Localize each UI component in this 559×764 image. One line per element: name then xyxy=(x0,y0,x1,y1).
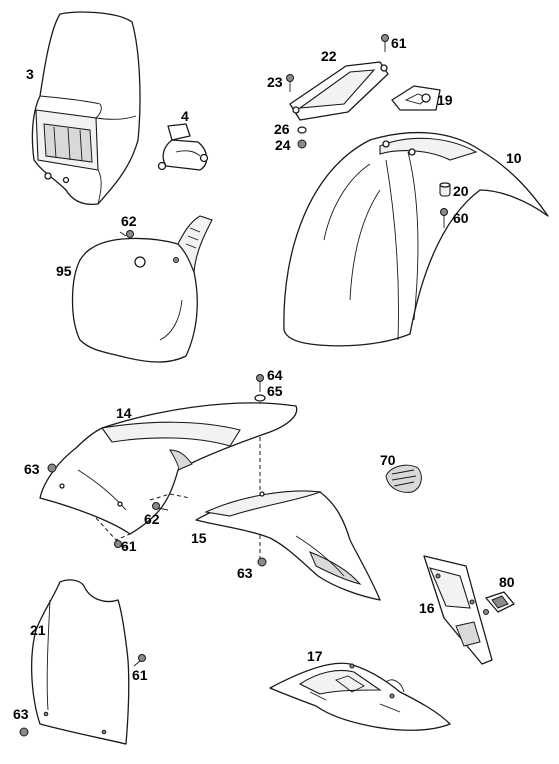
callout-16: 16 xyxy=(419,600,435,616)
callout-17: 17 xyxy=(307,648,323,664)
callout-63-bottom: 63 xyxy=(13,706,29,722)
part-60-screw xyxy=(440,208,448,228)
callout-63-left: 63 xyxy=(24,461,40,477)
part-62-screw-top xyxy=(119,230,134,238)
callout-3: 3 xyxy=(26,66,34,82)
part-17-inner-fender xyxy=(269,662,451,731)
part-62-screw-bottom xyxy=(149,493,191,511)
callout-15: 15 xyxy=(191,530,207,546)
part-19-plate xyxy=(391,85,441,111)
part-15-splash-guard xyxy=(195,490,381,601)
part-65-washer xyxy=(254,394,266,402)
part-24-nut xyxy=(297,139,307,149)
part-23-screw xyxy=(286,74,294,92)
part-22-bracket xyxy=(289,61,389,121)
part-61-screw-mid xyxy=(95,517,131,549)
part-26-washer xyxy=(297,126,307,134)
part-4-clamp xyxy=(157,123,209,171)
callout-23: 23 xyxy=(267,74,283,90)
callout-95: 95 xyxy=(56,263,72,279)
part-63-nut-mid xyxy=(257,557,267,567)
part-14-rear-fender xyxy=(39,402,298,535)
callout-62-bottom: 62 xyxy=(144,511,160,527)
part-64-screw xyxy=(256,374,264,392)
part-95-number-plate xyxy=(71,215,213,363)
part-10-front-fender xyxy=(283,132,549,347)
callout-21: 21 xyxy=(30,622,46,638)
part-20-spacer xyxy=(439,182,451,197)
part-61-screw-top xyxy=(381,34,389,52)
part-70-cap xyxy=(385,464,422,493)
callout-22: 22 xyxy=(321,48,337,64)
callout-64: 64 xyxy=(267,367,283,383)
callout-26: 26 xyxy=(274,121,290,137)
part-61-screw-bottom xyxy=(133,654,146,667)
callout-labels: 3 4 22 61 23 19 26 24 10 20 60 62 95 64 … xyxy=(13,35,522,722)
callout-19: 19 xyxy=(437,92,453,108)
callout-24: 24 xyxy=(275,137,291,153)
part-21-flap xyxy=(30,579,130,745)
part-63-nut-bottom xyxy=(19,727,29,737)
part-80-lamp-holder xyxy=(483,591,515,615)
callout-61-bottom: 61 xyxy=(132,667,148,683)
callout-14: 14 xyxy=(116,405,132,421)
callout-61-top: 61 xyxy=(391,35,407,51)
callout-10: 10 xyxy=(506,150,522,166)
part-16-tail-plate xyxy=(423,555,493,665)
part-63-nut-left xyxy=(47,463,57,473)
callout-4: 4 xyxy=(181,108,189,124)
callout-80: 80 xyxy=(499,574,515,590)
part-3-headlight-mask xyxy=(31,11,141,206)
callout-62-top: 62 xyxy=(121,213,137,229)
callout-20: 20 xyxy=(453,183,469,199)
callout-70: 70 xyxy=(380,452,396,468)
callout-65: 65 xyxy=(267,383,283,399)
callout-60: 60 xyxy=(453,210,469,226)
callout-63-mid: 63 xyxy=(237,565,253,581)
callout-61-mid: 61 xyxy=(121,538,137,554)
